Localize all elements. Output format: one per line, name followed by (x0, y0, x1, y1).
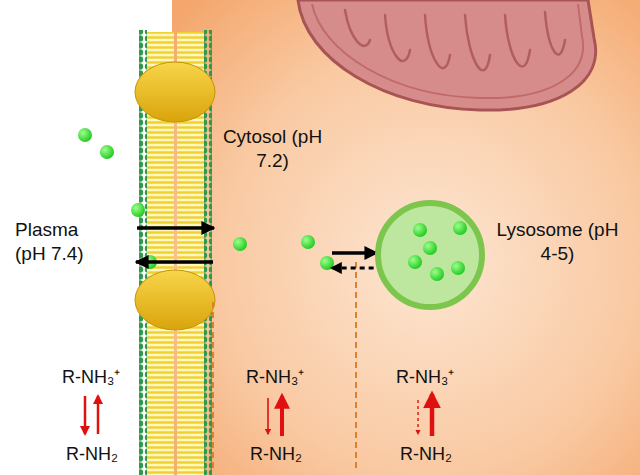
compartment-region: Cytosol (pH 7.2) (215, 115, 330, 300)
species-label: R-NH₂ (250, 444, 302, 465)
membrane-protein (135, 62, 215, 122)
region-label: Plasma (pH 7.4) (15, 218, 105, 266)
region-label: Lysosome (pH 4-5) (495, 218, 620, 266)
mitochondrion (298, 0, 596, 110)
equilibrium-arrows (85, 394, 432, 436)
divider-line (212, 302, 214, 472)
transport-arrow (136, 260, 213, 264)
species-label: R-NH₂ (66, 444, 118, 465)
region-label: Cytosol (pH 7.2) (217, 125, 328, 173)
lysosome-circle: Lysosome (pH 4-5) (375, 200, 485, 310)
drug-molecules (78, 128, 334, 270)
lysosome-outline (375, 200, 485, 310)
compartment-region: Plasma (pH 7.4) (0, 200, 135, 290)
species-label: R-NH₃⁺ (62, 364, 120, 388)
species-label: R-NH₃⁺ (246, 364, 304, 388)
species-label: R-NH₂ (400, 444, 452, 465)
cytosol-ground (172, 0, 640, 475)
transport-arrow (332, 251, 377, 255)
species-label: R-NH₃⁺ (396, 364, 454, 388)
divider-line (355, 262, 357, 472)
transport-arrow (137, 226, 214, 230)
membrane-protein (135, 270, 215, 330)
